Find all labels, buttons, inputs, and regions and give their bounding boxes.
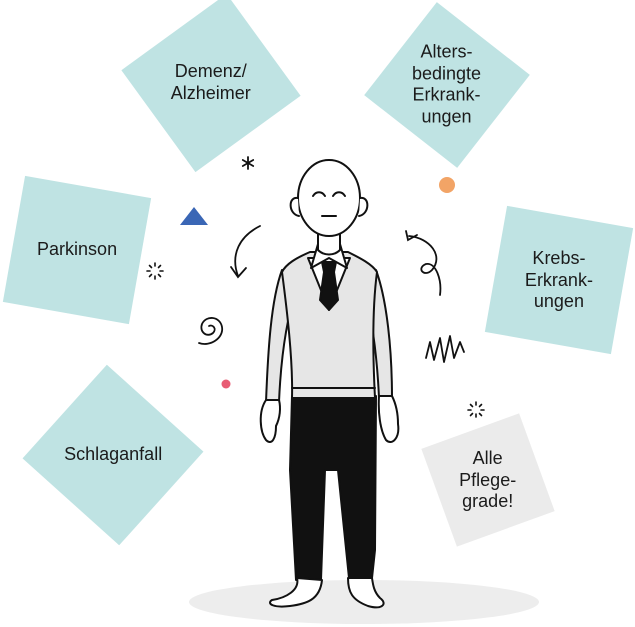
spiral-icon (198, 317, 223, 345)
asterisk-icon (241, 156, 255, 170)
card-label: Demenz/ Alzheimer (170, 61, 252, 103)
card-label: Schlaganfall (63, 444, 163, 465)
card-label: Alters- bedingte Erkrank- ungen (412, 41, 482, 127)
sparkle-icon (146, 262, 164, 280)
zigzag-icon (425, 335, 465, 363)
smiling-man-illustration (259, 159, 400, 609)
pink-dot-icon (221, 379, 231, 389)
curly-arrow-icon (405, 230, 442, 296)
card-label: Krebs- Erkrank- ungen (524, 247, 594, 311)
curved-arrow-icon (230, 225, 261, 279)
card-label: Alle Pflege- grade! (459, 447, 517, 511)
card-label: Parkinson (36, 239, 118, 260)
card-krebs: Krebs- Erkrank- ungen (484, 205, 634, 355)
orange-dot-icon (439, 177, 455, 193)
sparkle-icon (467, 401, 485, 418)
triangle-icon (180, 207, 208, 225)
card-parkinson: Parkinson (2, 175, 152, 325)
